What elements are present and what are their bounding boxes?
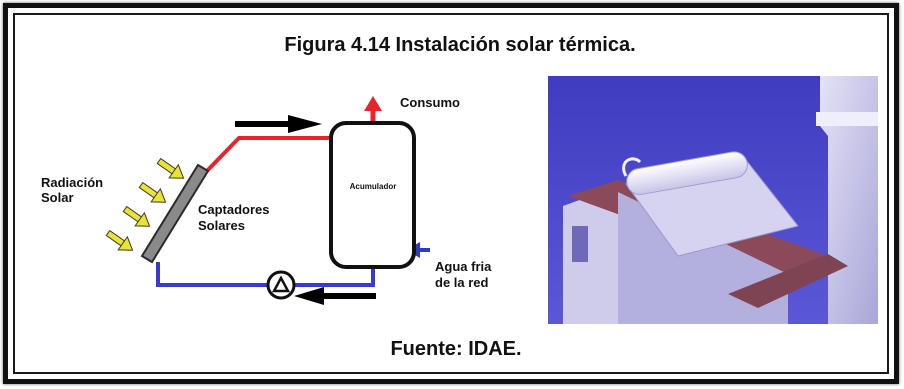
outer-border [3, 3, 899, 384]
tank-label: Acumulador [350, 182, 397, 191]
storage-tank [329, 121, 416, 269]
photo-cornice [816, 112, 878, 126]
cold-water-label-line2: de la red [435, 275, 489, 290]
consumption-label: Consumo [400, 95, 460, 110]
collectors-label-line2: Solares [198, 218, 245, 233]
flow-arrow-icon [235, 115, 322, 133]
sun-ray-arrow-icon [105, 157, 185, 251]
pump-triangle [271, 275, 291, 293]
figure-title: Figura 4.14 Instalación solar térmica. [284, 34, 636, 56]
cold-pipe [156, 262, 268, 287]
solar-collector [140, 163, 210, 264]
photo-lower-roof [728, 254, 848, 308]
hot-pipe [201, 136, 330, 177]
rooftop-collector-photo [548, 76, 878, 324]
collectors-label-line1: Captadores [198, 202, 270, 217]
solar-thermal-diagram: Radiación Solar Captadores Solares Acumu… [41, 95, 492, 305]
photo-window [572, 226, 588, 262]
photo-storage-cylinder [626, 151, 748, 196]
photo-pipe-loop [622, 157, 642, 177]
photo-left-wall [563, 186, 618, 324]
cold-pipe-to-tank [294, 267, 375, 287]
figure-source-caption: Fuente: IDAE. [390, 338, 522, 360]
consumption-arrow-icon [364, 96, 382, 111]
radiation-label-line1: Radiación [41, 175, 103, 190]
cold-water-label-line1: Agua fria [435, 259, 492, 274]
return-flow-arrow-icon [294, 287, 376, 305]
inner-border [13, 13, 889, 374]
radiation-label-line2: Solar [41, 190, 74, 205]
